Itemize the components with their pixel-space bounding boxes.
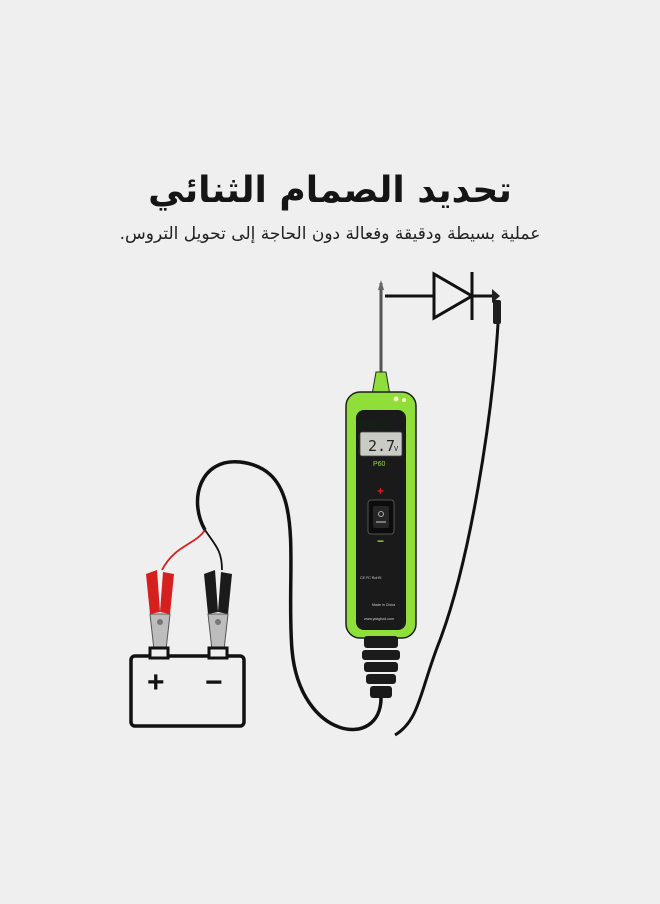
battery: [129, 646, 246, 728]
diode-wire: [394, 323, 500, 737]
minus-indicator: −: [377, 534, 384, 548]
plus-indicator: +: [377, 484, 384, 498]
rocker-switch[interactable]: [367, 499, 395, 535]
cable-strain-relief: [362, 636, 400, 698]
certification-marks: CE FC RoHS: [360, 576, 382, 580]
page-title: تحديد الصمام الثنائي: [148, 170, 512, 211]
device-brand: TooDiao: [358, 420, 388, 429]
black-clip: [204, 570, 232, 651]
diode-clip: [492, 289, 501, 324]
lcd-unit: V: [394, 445, 399, 453]
website-label: www.ydagtool.com: [364, 617, 394, 621]
red-clip: [146, 570, 174, 651]
lcd-reading: 2.7: [368, 437, 395, 455]
page-subtitle: عملية بسيطة ودقيقة وفعالة دون الحاجة إلى…: [119, 224, 541, 244]
made-in-label: Made in China: [372, 603, 395, 607]
probe-tip: [378, 280, 384, 372]
battery-positive-sign: +: [147, 666, 165, 699]
diode-symbol: [385, 271, 492, 321]
red-wire: [161, 529, 206, 571]
main-cable: [195, 460, 383, 732]
lcd-display: 2.7 V: [359, 431, 403, 457]
battery-negative-sign: −: [205, 666, 223, 699]
device-model: P60: [373, 461, 386, 468]
black-wire: [204, 529, 223, 571]
